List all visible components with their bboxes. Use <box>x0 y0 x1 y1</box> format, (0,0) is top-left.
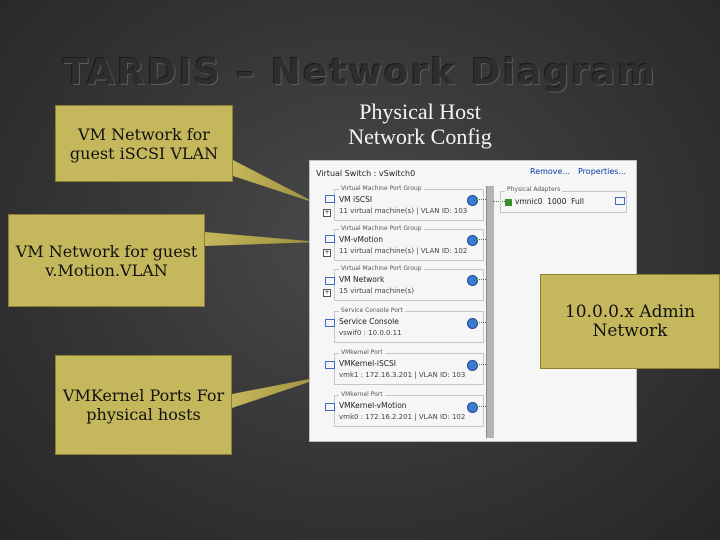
adapter-duplex: Full <box>571 197 584 206</box>
port-group-detail: 15 virtual machine(s) <box>339 287 414 295</box>
port-group-caption: VMkernel Port <box>339 391 385 398</box>
port-group-detail: 11 virtual machine(s) | VLAN ID: 103 <box>339 207 468 215</box>
callout-vmkernel: VMKernel Ports For physical hosts <box>55 355 232 455</box>
port-group-name: VM Network <box>339 275 385 284</box>
globe-icon <box>467 195 478 206</box>
port-group-service-console[interactable]: Service Console Port Service Console vsw… <box>334 307 484 343</box>
connector-line <box>476 239 486 240</box>
port-icon <box>325 235 335 243</box>
vswitch-header: Virtual Switch : vSwitch0 <box>316 169 416 178</box>
adapter-name: vmnic0 <box>515 197 543 206</box>
port-group-name: VMKernel-iSCSI <box>339 359 396 368</box>
callout-admin-network: 10.0.0.x Admin Network <box>540 274 720 369</box>
nic-icon <box>505 198 512 206</box>
globe-icon <box>467 235 478 246</box>
globe-icon <box>467 360 478 371</box>
vswitch-trunk <box>486 186 494 438</box>
port-group-caption: Service Console Port <box>339 307 405 314</box>
connector-line <box>476 322 486 323</box>
arrow-vmkernel <box>232 375 330 408</box>
adapter-info-icon[interactable] <box>615 197 625 205</box>
port-group-vmkernel-vmotion[interactable]: VMkernel Port VMKernel-vMotion vmk0 : 17… <box>334 391 484 427</box>
arrow-vmotion <box>205 232 320 246</box>
port-group-name: VM iSCSI <box>339 195 373 204</box>
callout-vmotion: VM Network for guest v.Motion.VLAN <box>8 214 205 307</box>
callout-iscsi: VM Network for guest iSCSI VLAN <box>55 105 233 182</box>
port-group-vmkernel-iscsi[interactable]: VMkernel Port VMKernel-iSCSI vmk1 : 172.… <box>334 349 484 385</box>
diagram-subtitle: Physical Host Network Config <box>348 99 492 149</box>
connector-line <box>476 364 486 365</box>
adapter-row[interactable]: vmnic0 1000 Full <box>505 197 584 206</box>
properties-link[interactable]: Properties... <box>578 167 627 176</box>
port-group-detail: vswif0 : 10.0.0.11 <box>339 329 402 337</box>
remove-link[interactable]: Remove... <box>530 167 571 176</box>
globe-icon <box>467 275 478 286</box>
arrow-iscsi <box>233 160 318 204</box>
connector-line <box>476 406 486 407</box>
connector-line <box>476 279 486 280</box>
page-title: TARDIS – Network Diagram <box>63 52 657 93</box>
port-group-vm-iscsi[interactable]: Virtual Machine Port Group VM iSCSI 11 v… <box>334 185 484 221</box>
adapters-caption: Physical Adapters <box>505 186 563 193</box>
port-icon <box>325 319 335 327</box>
port-group-caption: Virtual Machine Port Group <box>339 265 424 272</box>
port-icon <box>325 403 335 411</box>
expand-icon[interactable]: + <box>323 209 331 217</box>
port-group-vm-vmotion[interactable]: Virtual Machine Port Group VM-vMotion 11… <box>334 225 484 261</box>
port-icon <box>325 277 335 285</box>
globe-icon <box>467 318 478 329</box>
port-group-detail: 11 virtual machine(s) | VLAN ID: 102 <box>339 247 468 255</box>
port-group-vm-network[interactable]: Virtual Machine Port Group VM Network 15… <box>334 265 484 301</box>
expand-icon[interactable]: + <box>323 249 331 257</box>
physical-adapters: Physical Adapters vmnic0 1000 Full <box>500 186 627 213</box>
port-group-detail: vmk0 : 172.16.2.201 | VLAN ID: 102 <box>339 413 466 421</box>
port-icon <box>325 361 335 369</box>
port-group-caption: Virtual Machine Port Group <box>339 225 424 232</box>
port-group-detail: vmk1 : 172.16.3.201 | VLAN ID: 103 <box>339 371 466 379</box>
port-group-caption: Virtual Machine Port Group <box>339 185 424 192</box>
globe-icon <box>467 402 478 413</box>
port-group-name: VM-vMotion <box>339 235 383 244</box>
port-icon <box>325 195 335 203</box>
adapter-speed: 1000 <box>547 197 567 206</box>
port-group-caption: VMkernel Port <box>339 349 385 356</box>
connector-line <box>476 199 486 200</box>
expand-icon[interactable]: + <box>323 289 331 297</box>
port-group-name: VMKernel-vMotion <box>339 401 407 410</box>
port-group-name: Service Console <box>339 317 399 326</box>
